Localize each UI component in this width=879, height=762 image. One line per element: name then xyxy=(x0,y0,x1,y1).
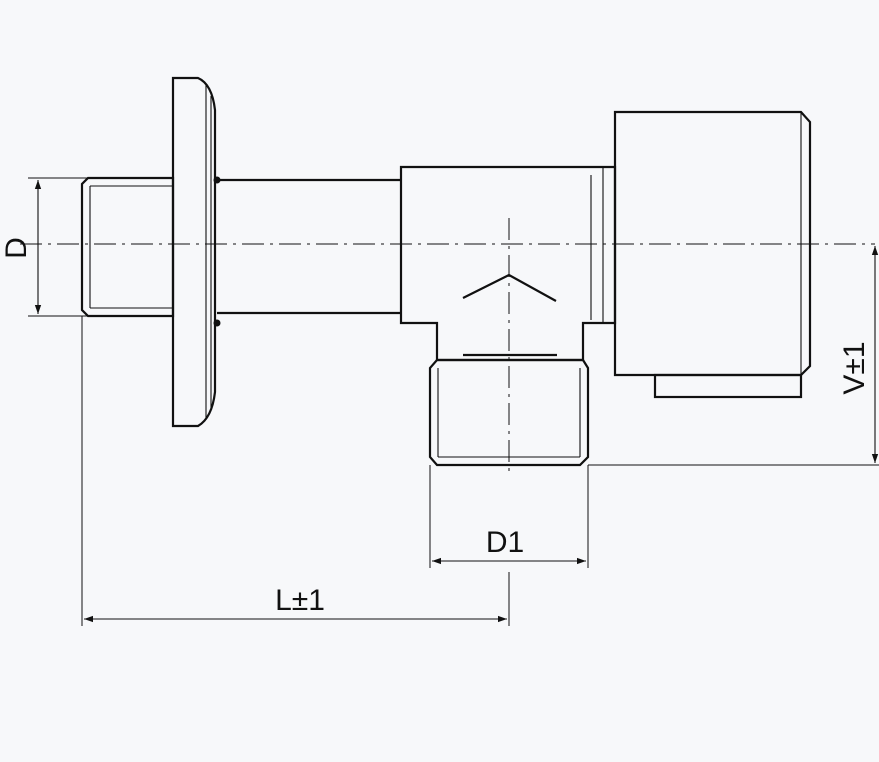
dimension-l: L±1 xyxy=(81,316,510,626)
dimension-d1: D1 xyxy=(429,465,589,568)
valve-handle xyxy=(613,110,812,399)
dimension-label-l: L±1 xyxy=(275,584,325,617)
flange-rosette xyxy=(171,76,221,428)
connecting-stem xyxy=(217,178,401,315)
bottom-threaded-nipple xyxy=(428,358,590,467)
dimension-d: D xyxy=(0,177,88,317)
dimension-label-d1: D1 xyxy=(486,526,524,559)
dimension-v: V±1 xyxy=(588,246,879,466)
left-threaded-nipple xyxy=(80,176,175,318)
valve-body xyxy=(399,165,617,362)
dimension-label-v: V±1 xyxy=(838,341,871,394)
dimension-label-d: D xyxy=(0,237,33,259)
